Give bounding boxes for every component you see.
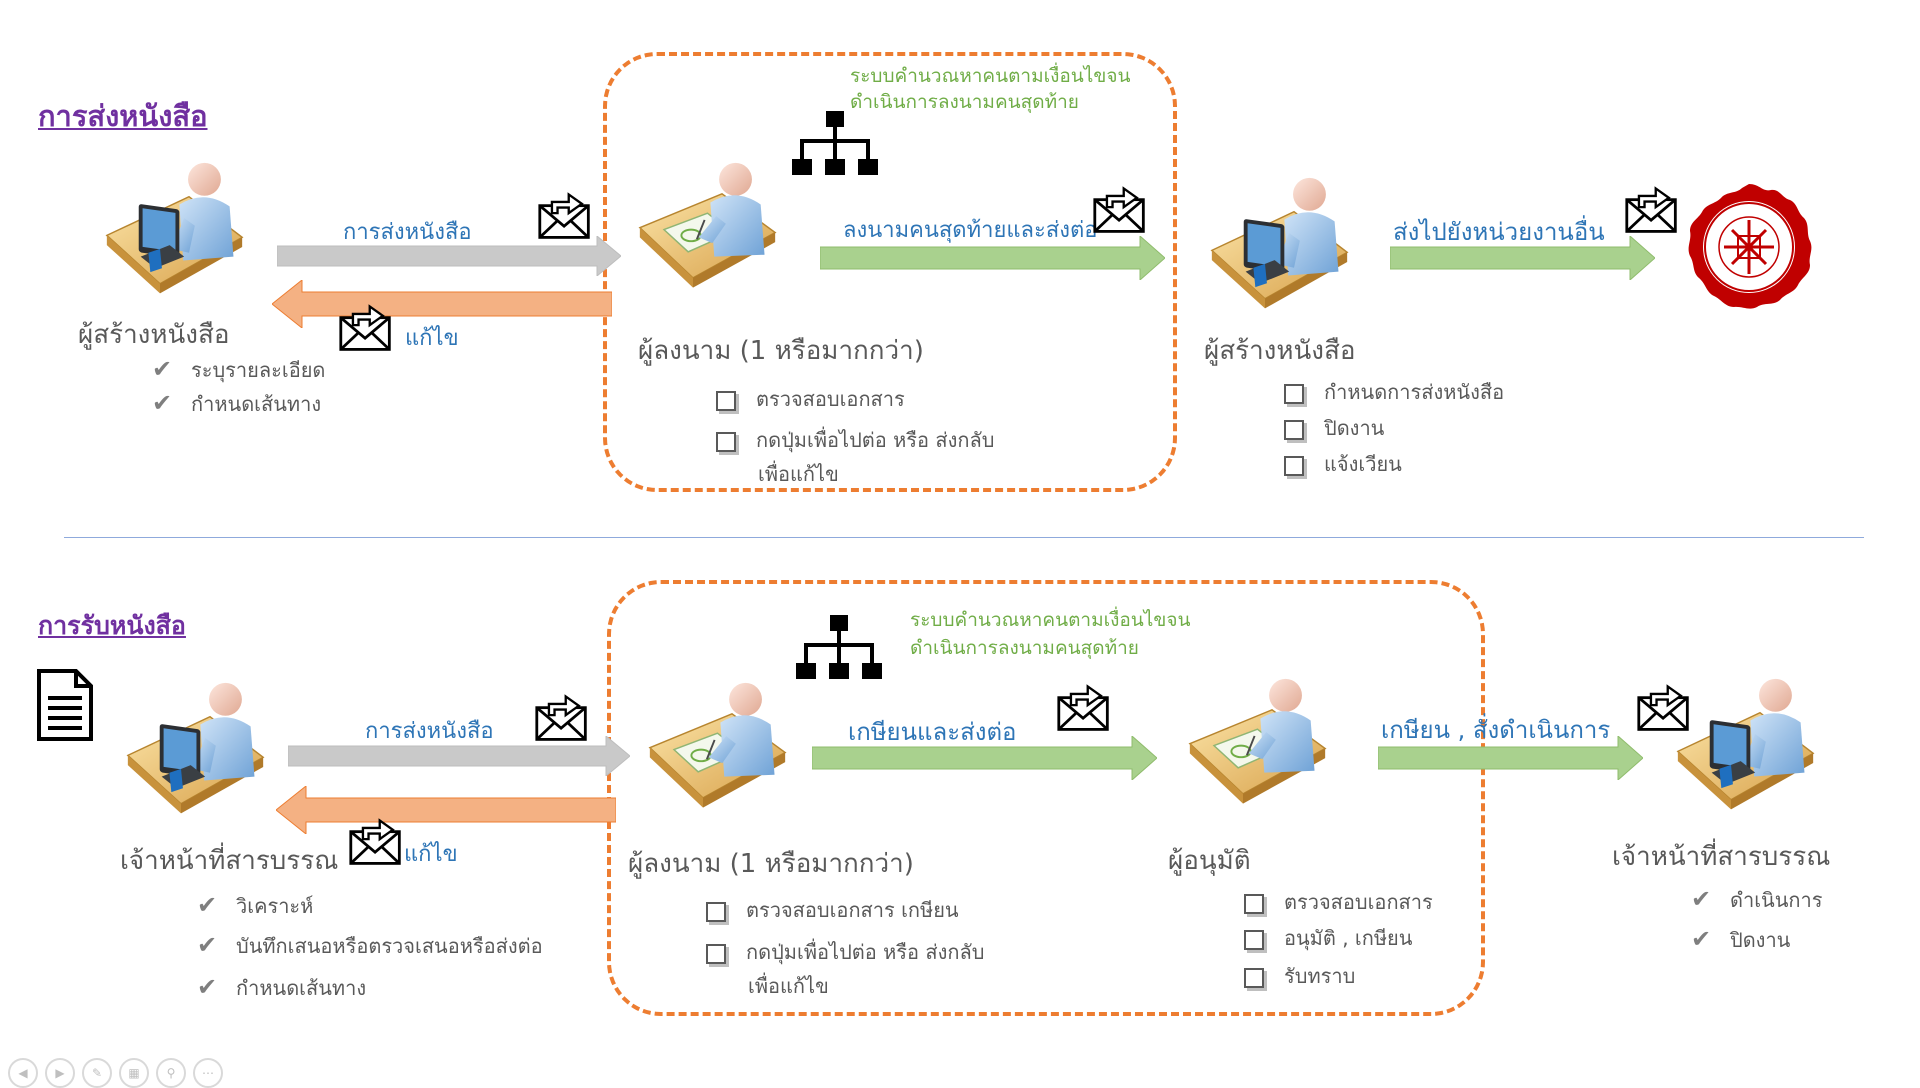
slides-icon[interactable]: ▦: [119, 1058, 149, 1088]
creator2-task-1: กำหนดการส่งหนังสือ: [1280, 376, 1504, 408]
officer-check-3: ✔กำหนดเส้นทาง: [192, 972, 366, 1004]
checkbox-icon: [706, 943, 726, 964]
receive-signer-label: ผู้ลงนาม (1 หรือมากกว่า): [628, 849, 914, 879]
officer-label: เจ้าหน้าที่สารบรรณ: [120, 846, 339, 876]
signing-user-icon: [1180, 676, 1335, 821]
approver-task-2: อนุมัติ , เกษียน: [1240, 922, 1412, 954]
signing-user-icon: [630, 160, 785, 305]
endorse-forward-label: เกษียนและส่งต่อ: [848, 718, 1017, 746]
receive-forward-label: การส่งหนังสือ: [365, 719, 494, 744]
send-section-title: การส่งหนังสือ: [38, 99, 208, 133]
receive-system-note-1: ระบบคำนวณหาคนตามเงื่อนไขจน: [910, 609, 1191, 631]
checkmark-icon: ✔: [151, 389, 173, 417]
checkbox-icon: [716, 431, 736, 452]
envelope-icon: [1056, 680, 1112, 734]
receive-signer-task-1: ตรวจสอบเอกสาร เกษียน: [702, 894, 959, 926]
next-slide-icon[interactable]: ▶: [45, 1058, 75, 1088]
receive-section-title: การรับหนังสือ: [38, 611, 186, 640]
more-icon[interactable]: ⋯: [193, 1058, 223, 1088]
send-system-note-2: ดำเนินการลงนามคนสุดท้าย: [850, 91, 1079, 113]
zoom-icon[interactable]: ⚲: [156, 1058, 186, 1088]
checkmark-icon: ✔: [196, 891, 218, 919]
computer-user-icon: [1668, 676, 1823, 821]
send-other-unit-label: ส่งไปยังหน่วยงานอื่น: [1393, 218, 1605, 246]
creator2-task-2: ปิดงาน: [1280, 412, 1384, 444]
org-chart-icon: [790, 108, 880, 180]
checkmark-icon: ✔: [196, 931, 218, 959]
creator-label: ผู้สร้างหนังสือ: [78, 320, 230, 350]
checkbox-icon: [1244, 967, 1264, 988]
officer-check-1: ✔วิเคราะห์: [192, 890, 313, 922]
signer-label: ผู้ลงนาม (1 หรือมากกว่า): [638, 336, 924, 366]
envelope-icon: [1624, 182, 1680, 236]
envelope-icon: [348, 814, 404, 868]
signer-task-1: ตรวจสอบเอกสาร: [712, 383, 905, 415]
checkmark-icon: ✔: [1690, 885, 1712, 913]
checkbox-icon: [1244, 893, 1264, 914]
order-action-label: เกษียน , สั่งดำเนินการ: [1381, 716, 1611, 744]
prev-slide-icon[interactable]: ◀: [8, 1058, 38, 1088]
receive-return-label: แก้ไข: [404, 842, 458, 867]
creator-check-1: ✔ระบุรายละเอียด: [147, 354, 326, 386]
approver-label: ผู้อนุมัติ: [1168, 846, 1251, 876]
sign-forward-label: ลงนามคนสุดท้ายและส่งต่อ: [843, 218, 1098, 243]
officer2-check-1: ✔ดำเนินการ: [1686, 884, 1823, 916]
envelope-icon: [534, 690, 590, 744]
receive-system-note-2: ดำเนินการลงนามคนสุดท้าย: [910, 637, 1139, 659]
approver-task-3: รับทราบ: [1240, 960, 1355, 992]
checkbox-icon: [1284, 383, 1304, 404]
envelope-icon: [338, 300, 394, 354]
receive-return-arrow: [276, 786, 616, 834]
send-system-note-1: ระบบคำนวณหาคนตามเงื่อนไขจน: [850, 65, 1131, 87]
receive-forward-arrow: [288, 736, 630, 776]
pen-icon[interactable]: ✎: [82, 1058, 112, 1088]
receive-signer-task-2: กดปุ่มเพื่อไปต่อ หรือ ส่งกลับ: [702, 936, 984, 968]
receive-signer-task-cont: เพื่อแก้ไข: [748, 974, 829, 998]
university-seal-icon: [1688, 184, 1812, 309]
checkmark-icon: ✔: [196, 973, 218, 1001]
creator2-task-3: แจ้งเวียน: [1280, 448, 1402, 480]
creator2-label: ผู้สร้างหนังสือ: [1204, 336, 1356, 366]
send-forward-arrow: [277, 236, 621, 276]
sign-forward-arrow: [820, 236, 1165, 280]
checkmark-icon: ✔: [151, 355, 173, 383]
computer-user-icon: [118, 680, 273, 825]
signing-user-icon: [640, 680, 795, 825]
computer-user-icon: [1202, 175, 1357, 320]
envelope-icon: [1092, 182, 1148, 236]
document-icon: [37, 669, 93, 741]
officer2-check-2: ✔ปิดงาน: [1686, 924, 1790, 956]
envelope-icon: [537, 188, 593, 242]
section-divider: [64, 537, 1864, 538]
officer-check-2: ✔บันทึกเสนอหรือตรวจเสนอหรือส่งต่อ: [192, 930, 543, 962]
checkbox-icon: [706, 901, 726, 922]
signer-task-cont: เพื่อแก้ไข: [758, 462, 839, 486]
org-chart-icon: [794, 612, 884, 684]
officer2-label: เจ้าหน้าที่สารบรรณ: [1612, 842, 1831, 872]
send-other-unit-arrow: [1390, 236, 1655, 280]
endorse-forward-arrow: [812, 736, 1157, 780]
creator-check-2: ✔กำหนดเส้นทาง: [147, 388, 321, 420]
checkbox-icon: [1284, 419, 1304, 440]
send-system-boundary: [603, 52, 1177, 492]
signer-task-2: กดปุ่มเพื่อไปต่อ หรือ ส่งกลับ: [712, 424, 994, 456]
order-action-arrow: [1378, 736, 1643, 780]
checkbox-icon: [1284, 455, 1304, 476]
approver-task-1: ตรวจสอบเอกสาร: [1240, 886, 1433, 918]
checkbox-icon: [1244, 929, 1264, 950]
send-forward-label: การส่งหนังสือ: [343, 220, 472, 245]
computer-user-icon: [97, 160, 252, 305]
checkbox-icon: [716, 390, 736, 411]
checkmark-icon: ✔: [1690, 925, 1712, 953]
send-return-label: แก้ไข: [405, 326, 459, 351]
